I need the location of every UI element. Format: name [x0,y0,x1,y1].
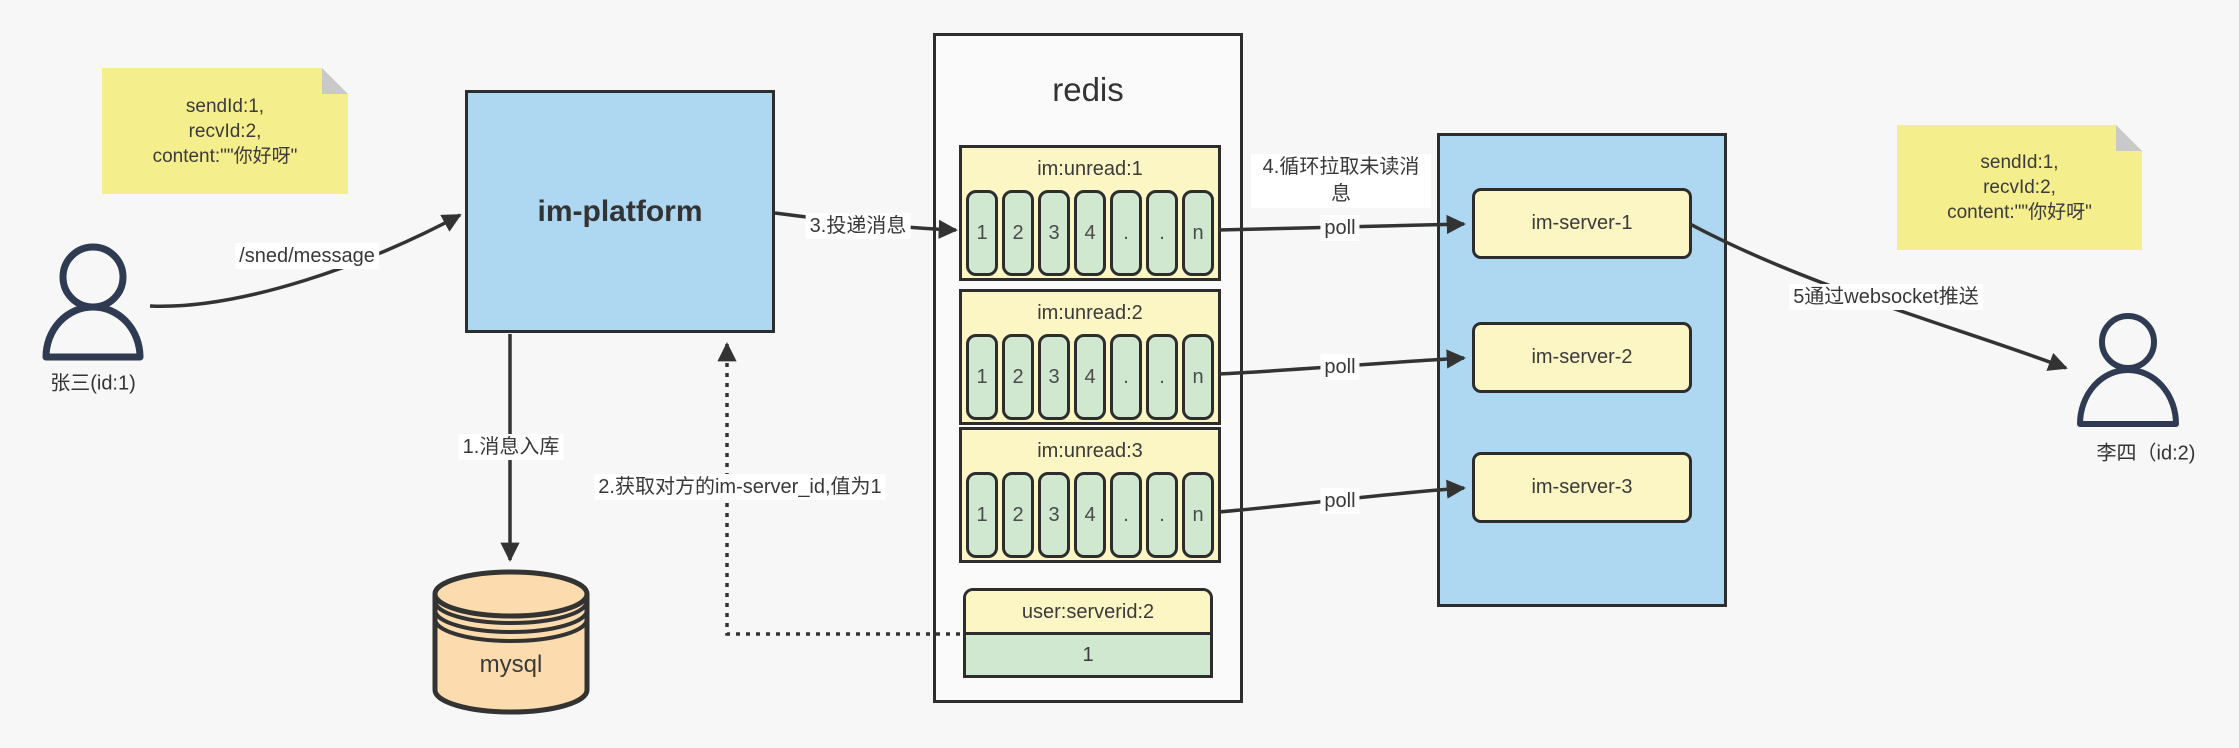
note-line: content:""你好呀" [152,145,298,167]
im-platform-label: im-platform [537,194,703,228]
user-serverid-box: user:serverid:2 1 [963,588,1213,678]
im-platform-box: im-platform [465,90,775,333]
queue-im-unread-2: im:unread:2 1 2 3 4 . . n [959,289,1221,425]
queue-cells: 1 2 3 4 . . n [966,334,1214,420]
queue-cell: 1 [966,334,998,420]
queue-cell: 3 [1038,334,1070,420]
note-line: sendId:1, [185,95,265,117]
queue-cell: 2 [1002,472,1034,558]
queue-header: im:unread:2 [1037,302,1143,324]
mysql-cylinder-icon: mysql [432,569,590,715]
edge-label-deliver: 3.投递消息 [805,213,911,239]
queue-cell: 4 [1074,472,1106,558]
note-line: sendId:1, [1980,152,2059,173]
queue-cell: n [1182,190,1214,276]
queue-cell: n [1182,472,1214,558]
queue-cell: 3 [1038,472,1070,558]
note-line: content:""你好呀" [1947,202,2092,223]
im-server-2-box: im-server-2 [1472,322,1692,393]
queue-cell: . [1146,472,1178,558]
sticky-note-left: sendId:1, recvId:2, content:""你好呀" [102,68,348,194]
queue-cell: . [1146,334,1178,420]
queue-cell: 2 [1002,190,1034,276]
user-serverid-key: user:serverid:2 [966,591,1210,635]
redis-container: redis im:unread:1 1 2 3 4 . . n im:unrea… [933,33,1243,703]
edge-label-poll-3: poll [1320,488,1360,514]
queue-cell: . [1110,472,1142,558]
queue-cell: 1 [966,472,998,558]
queue-cell: n [1182,334,1214,420]
im-server-3-box: im-server-3 [1472,452,1692,523]
edge-label-send: /sned/message [235,243,379,269]
edge-label-pull: 4.循环拉取未读消息 [1251,154,1431,208]
queue-cell: 4 [1074,190,1106,276]
queue-cells: 1 2 3 4 . . n [966,472,1214,558]
queue-cell: . [1110,190,1142,276]
queue-header: im:unread:3 [1037,440,1143,462]
receiver-label: 李四（id:2) [2096,442,2196,465]
queue-cell: . [1110,334,1142,420]
sender-label: 张三(id:1) [50,372,136,395]
queue-im-unread-3: im:unread:3 1 2 3 4 . . n [959,427,1221,563]
queue-cell: . [1146,190,1178,276]
redis-title: redis [1052,71,1124,108]
queue-cell: 4 [1074,334,1106,420]
queue-header: im:unread:1 [1037,158,1143,180]
edge-label-fetch: 2.获取对方的im-server_id,值为1 [594,474,886,500]
im-server-1-box: im-server-1 [1472,188,1692,259]
mysql-label: mysql [480,651,543,678]
user-serverid-value: 1 [1082,644,1094,666]
queue-cells: 1 2 3 4 . . n [966,190,1214,276]
receiver-person-icon [2077,313,2179,427]
queue-cell: 1 [966,190,998,276]
queue-cell: 2 [1002,334,1034,420]
sender-person-icon [42,243,144,361]
edge-label-poll-2: poll [1320,354,1360,380]
sticky-note-right: sendId:1, recvId:2, content:""你好呀" [1897,125,2142,250]
edge-label-push: 5通过websocket推送 [1789,284,1983,310]
edge-label-store: 1.消息入库 [458,434,564,460]
note-line: recvId:2, [188,120,262,142]
queue-cell: 3 [1038,190,1070,276]
queue-im-unread-1: im:unread:1 1 2 3 4 . . n [959,145,1221,281]
edge-label-poll-1: poll [1320,215,1360,241]
im-server-cluster-box: im-server-1 im-server-2 im-server-3 [1437,133,1727,607]
note-line: recvId:2, [1983,177,2056,198]
